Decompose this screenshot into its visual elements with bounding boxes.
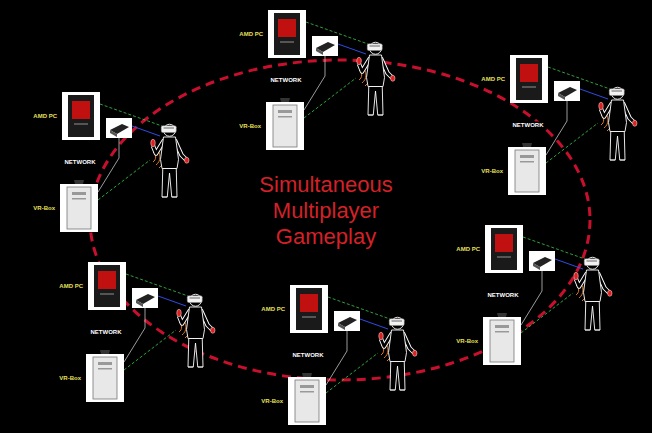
vr-station [86, 262, 215, 402]
pc-label: AMD PC [455, 246, 481, 253]
pc-label: AMD PC [480, 76, 506, 83]
vrbox-label: VR-Box [238, 123, 262, 130]
vr-station [483, 225, 612, 365]
pc-label: AMD PC [260, 306, 286, 313]
vrbox-label: VR-Box [455, 338, 479, 345]
network-label: NETWORK [487, 292, 520, 299]
network-label: NETWORK [292, 352, 325, 359]
vrbox-label: VR-Box [480, 168, 504, 175]
vr-station [508, 55, 637, 195]
network-label: NETWORK [512, 122, 545, 129]
network-label: NETWORK [90, 329, 123, 336]
vr-station [288, 285, 417, 425]
vrbox-label: VR-Box [58, 375, 82, 382]
pc-label: AMD PC [238, 31, 264, 38]
vr-station [60, 92, 189, 232]
vrbox-label: VR-Box [260, 398, 284, 405]
network-label: NETWORK [64, 159, 97, 166]
pc-label: AMD PC [58, 283, 84, 290]
pc-label: AMD PC [32, 113, 58, 120]
title: Simultaneous Multiplayer Gameplay [246, 172, 406, 250]
vrbox-label: VR-Box [32, 205, 56, 212]
network-label: NETWORK [270, 77, 303, 84]
vr-station [266, 10, 395, 150]
